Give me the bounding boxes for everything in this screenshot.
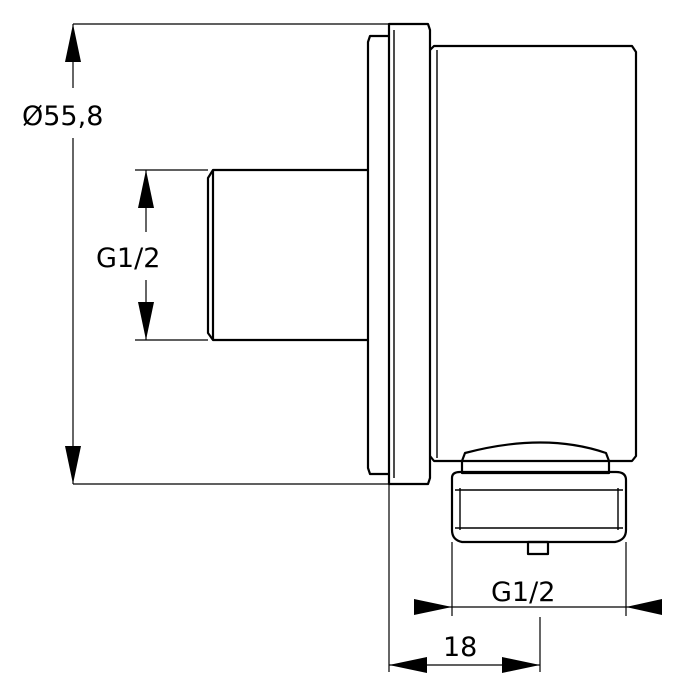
arrow-left bbox=[389, 657, 427, 673]
outlet-pin bbox=[526, 540, 550, 556]
outlet-nut bbox=[450, 470, 628, 544]
wall-connector-body bbox=[206, 22, 638, 556]
arrow-left bbox=[626, 599, 662, 615]
arrow-right bbox=[414, 599, 452, 615]
diameter-dimension: Ø55,8 bbox=[22, 23, 389, 485]
rear-nipple bbox=[206, 168, 368, 342]
arrow-down bbox=[138, 302, 154, 340]
outlet-cap bbox=[460, 441, 611, 475]
flange-step bbox=[366, 34, 389, 476]
diameter-label: Ø55,8 bbox=[22, 101, 103, 132]
arrow-up bbox=[65, 24, 81, 62]
housing bbox=[429, 44, 638, 463]
depth-dimension: 18 bbox=[388, 484, 541, 673]
outlet-thread-label: G1/2 bbox=[491, 577, 555, 608]
arrow-right bbox=[502, 657, 540, 673]
rear-thread-dimension: G1/2 bbox=[96, 169, 208, 341]
rear-thread-label: G1/2 bbox=[96, 243, 160, 274]
mounting-flange bbox=[387, 22, 432, 486]
depth-label: 18 bbox=[443, 632, 477, 663]
arrow-down bbox=[65, 446, 81, 484]
outlet-thread-dimension: G1/2 bbox=[414, 542, 662, 616]
arrow-up bbox=[138, 170, 154, 208]
